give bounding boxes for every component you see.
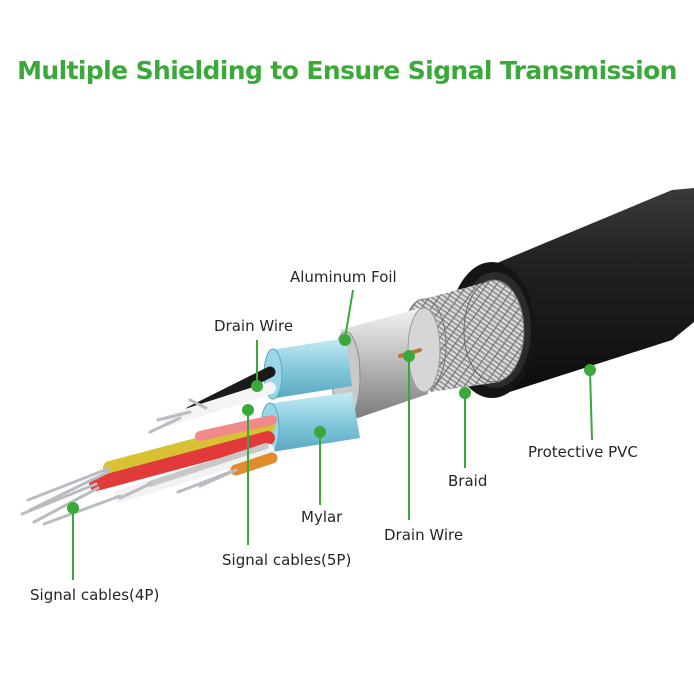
drain-wire-bottom-label: Drain Wire xyxy=(384,526,464,544)
braid-label: Braid xyxy=(448,472,488,490)
signal-cables-5p-label: Signal cables(5P) xyxy=(222,551,352,569)
mylar-lower xyxy=(266,392,360,452)
signal-wires xyxy=(89,366,278,503)
leader-lines xyxy=(67,289,596,580)
aluminum-foil xyxy=(340,308,428,420)
page-title: Multiple Shielding to Ensure Signal Tran… xyxy=(17,56,677,85)
drain-wire-top-label: Drain Wire xyxy=(214,317,294,335)
aluminum-foil-label: Aluminum Foil xyxy=(290,268,397,286)
protective-pvc-label: Protective PVC xyxy=(528,443,638,461)
mylar-label: Mylar xyxy=(301,508,343,526)
signal-cables-4p-dot xyxy=(67,502,79,514)
pvc-jacket xyxy=(485,188,694,395)
mylar-dot xyxy=(314,426,326,438)
drain-wire-bottom-dot xyxy=(403,350,415,362)
bare-conductors xyxy=(20,398,238,526)
mylar-upper xyxy=(270,338,352,398)
drain-wire-top-dot xyxy=(251,380,263,392)
protective-pvc-dot xyxy=(584,364,596,376)
signal-cables-4p-label: Signal cables(4P) xyxy=(30,586,160,604)
signal-cables-5p-dot xyxy=(242,404,254,416)
aluminum-foil-dot xyxy=(339,334,351,346)
braid-dot xyxy=(459,387,471,399)
